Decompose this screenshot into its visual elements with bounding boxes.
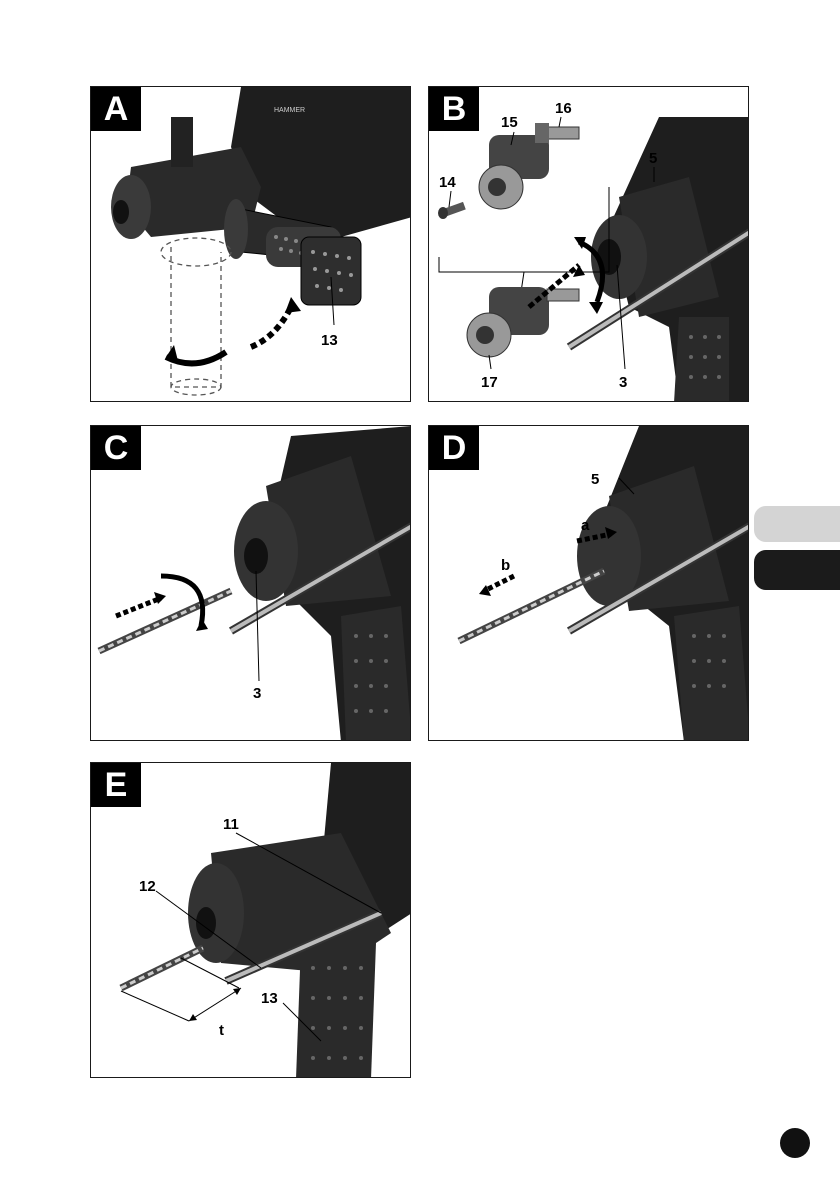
illustration-c: 3: [91, 426, 411, 741]
page-number-marker: [780, 1128, 810, 1158]
callout-17: 17: [481, 374, 498, 391]
side-tab-light: [754, 506, 840, 542]
callout-14: 14: [439, 174, 456, 191]
callout-12: 12: [139, 878, 156, 895]
panel-label-d: D: [429, 426, 479, 470]
callout-15: 15: [501, 114, 518, 131]
callout-t: t: [219, 1022, 224, 1039]
callout-5: 5: [649, 150, 657, 167]
illustration-a: 13 HAMMER: [91, 87, 411, 402]
figure-panel-c: C 3: [90, 425, 411, 741]
figure-panel-b: B: [428, 86, 749, 402]
panel-label-e: E: [91, 763, 141, 807]
panel-label-c: C: [91, 426, 141, 470]
callout-13: 13: [261, 990, 278, 1007]
brand-lettering: HAMMER: [274, 107, 305, 114]
callout-5: 5: [591, 471, 599, 488]
callout-3: 3: [253, 685, 261, 702]
illustration-b: 15 16 14 5 17 3: [429, 87, 749, 402]
figure-panel-d: D 5 a b: [428, 425, 749, 741]
callout-13: 13: [321, 332, 338, 349]
panel-label-a: A: [91, 87, 141, 131]
panel-label-b: B: [429, 87, 479, 131]
side-tab-dark: [754, 550, 840, 590]
callout-16: 16: [555, 100, 572, 117]
figure-panel-e: E 11 12 13 t: [90, 762, 411, 1078]
callout-3: 3: [619, 374, 627, 391]
callout-11: 11: [223, 816, 239, 833]
callout-a: a: [581, 517, 590, 534]
callout-b: b: [501, 557, 510, 574]
figure-panel-a: A 13 HAMME: [90, 86, 411, 402]
illustration-e: 11 12 13 t: [91, 763, 411, 1078]
illustration-d: 5 a b: [429, 426, 749, 741]
